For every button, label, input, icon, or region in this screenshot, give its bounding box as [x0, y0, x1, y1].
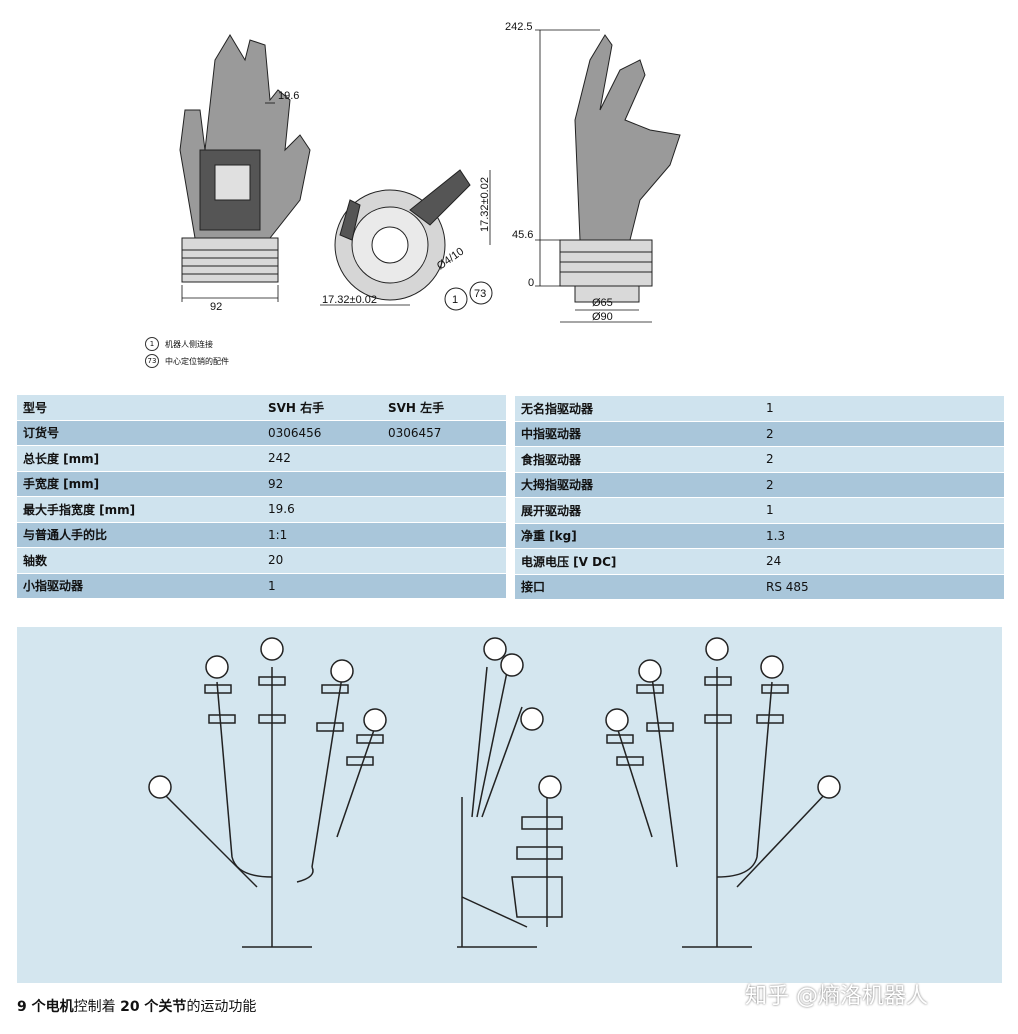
dim-finger-width: 19.6 [278, 90, 299, 102]
spec-value: 19.6 [262, 496, 382, 523]
caption-motors: 9 个电机 [17, 999, 74, 1015]
kinematic-side-view [457, 637, 563, 948]
table-row: 净重 [kg]1.3 [515, 523, 1004, 549]
legend-num: 1 [145, 337, 159, 351]
dim-d65: Ø65 [592, 297, 613, 309]
spec-label: 接口 [515, 574, 760, 600]
caption: 9 个电机控制着 20 个关节的运动功能 [17, 996, 256, 1016]
legend-item: 1 机器人侧连接 [145, 337, 213, 351]
callout-1: 1 [452, 294, 458, 306]
spec-label: 食指驱动器 [515, 446, 760, 473]
table-row: 手宽度 [mm]92 [17, 471, 506, 497]
table-row: 最大手指宽度 [mm]19.6 [17, 496, 506, 523]
caption-joints: 20 个关节 [120, 999, 187, 1015]
callout-73: 73 [474, 288, 486, 300]
spec-value: 2 [760, 472, 1004, 498]
legend-num: 73 [145, 354, 159, 368]
spec-label: 净重 [kg] [515, 523, 760, 549]
spec-value: 2 [760, 421, 1004, 447]
spec-label: 中指驱动器 [515, 421, 760, 447]
spec-value: 92 [262, 471, 382, 497]
spec-value: 20 [262, 547, 382, 574]
spec-label: 大拇指驱动器 [515, 472, 760, 498]
legend-item: 73 中心定位销的配件 [145, 354, 229, 368]
spec-value [382, 496, 506, 523]
spec-value: 1 [262, 573, 382, 599]
spec-label: 与普通人手的比 [17, 522, 262, 548]
table-row: 电源电压 [V DC]24 [515, 548, 1004, 575]
dim-d90: Ø90 [592, 311, 613, 323]
table-row: 总长度 [mm]242 [17, 445, 506, 472]
spec-value: 24 [760, 548, 1004, 575]
legend-text: 机器人侧连接 [165, 339, 213, 349]
kinematic-back-view [605, 637, 841, 948]
dim-zero: 0 [528, 277, 534, 289]
spec-label: 轴数 [17, 547, 262, 574]
spec-label: 电源电压 [V DC] [515, 548, 760, 575]
spec-label: 订货号 [17, 420, 262, 446]
spec-label: 无名指驱动器 [515, 396, 760, 422]
spec-value [382, 445, 506, 472]
caption-function: 的运动功能 [186, 999, 257, 1015]
technical-drawings: 19.6 92 17.32±0.02 17.32±0.02 Ø4/10 1 73… [179, 21, 681, 323]
dim-base-height: 45.6 [512, 229, 533, 241]
spec-value: 0306457 [382, 420, 506, 446]
spec-value: RS 485 [760, 574, 1004, 600]
hand-top-view [334, 169, 471, 301]
spec-value [382, 522, 506, 548]
spec-value [382, 547, 506, 574]
spec-value [382, 471, 506, 497]
dim-total-height: 242.5 [505, 21, 533, 33]
legend-text: 中心定位销的配件 [165, 356, 229, 366]
spec-label: 小指驱动器 [17, 573, 262, 599]
spec-label: 总长度 [mm] [17, 445, 262, 472]
spec-value: 0306456 [262, 420, 382, 446]
watermark: 知乎 @熵洛机器人 [745, 984, 928, 1009]
dim-top-horizontal: 17.32±0.02 [322, 294, 377, 306]
kinematic-diagram-panel [17, 627, 1002, 983]
spec-value: 242 [262, 445, 382, 472]
kinematic-front-view [148, 637, 387, 948]
caption-control: 控制着 [73, 999, 121, 1015]
spec-label: 手宽度 [mm] [17, 471, 262, 497]
spec-label: 展开驱动器 [515, 497, 760, 524]
spec-value: SVH 右手 [262, 395, 382, 421]
dim-top-vertical: 17.32±0.02 [479, 177, 491, 232]
spec-value: 1.3 [760, 523, 1004, 549]
dim-hand-width: 92 [210, 301, 222, 313]
hand-front-view [179, 34, 311, 283]
spec-value: 1 [760, 396, 1004, 422]
spec-value [382, 573, 506, 599]
spec-value: 2 [760, 446, 1004, 473]
kinematic-diagrams [148, 637, 841, 948]
spec-value: 1:1 [262, 522, 382, 548]
spec-value: 1 [760, 497, 1004, 524]
spec-label: 型号 [17, 395, 262, 421]
hand-side-view [559, 34, 681, 303]
spec-value: SVH 左手 [382, 395, 506, 421]
spec-label: 最大手指宽度 [mm] [17, 496, 262, 523]
